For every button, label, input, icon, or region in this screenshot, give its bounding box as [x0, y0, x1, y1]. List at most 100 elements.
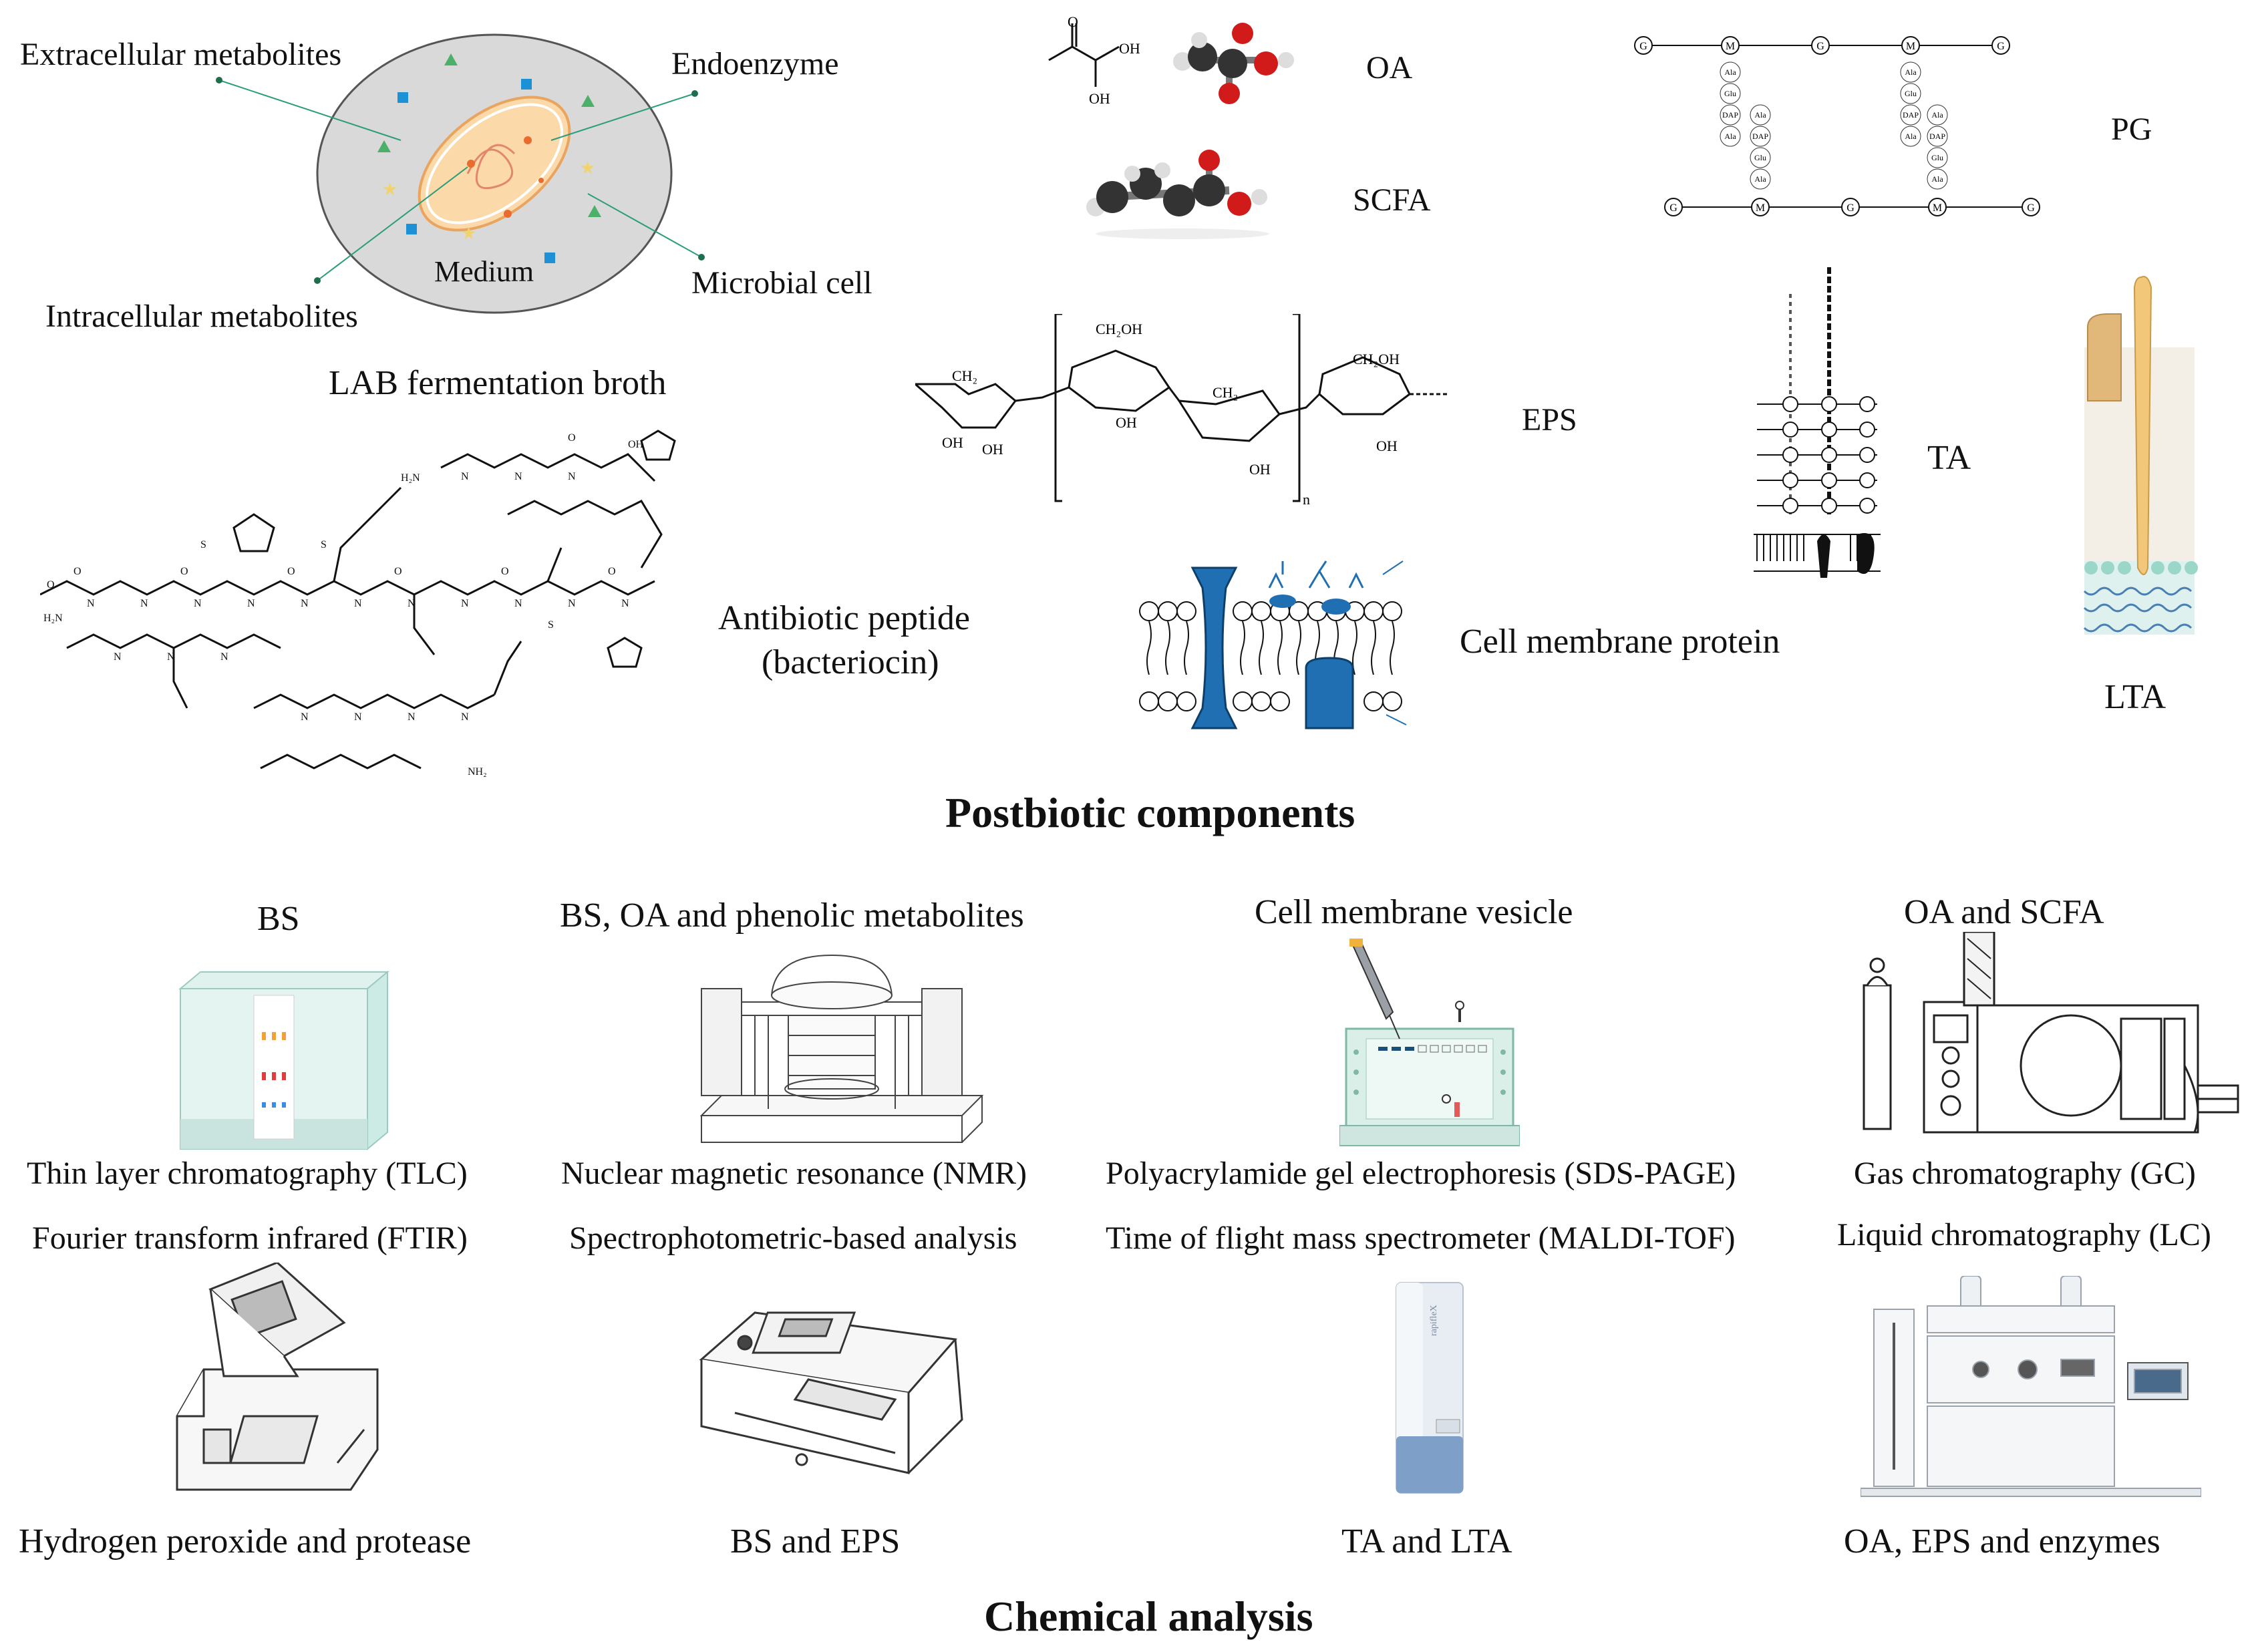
svg-text:N: N [568, 598, 576, 609]
lc-label: Liquid chromatography (LC) [1837, 1217, 2211, 1253]
oa-hydroxyl-label-2: OH [1089, 90, 1110, 107]
oa-ball-model [1173, 23, 1294, 104]
eps-oh-label: OH [1376, 438, 1398, 454]
eps-oh-label: OH [1116, 414, 1137, 431]
svg-text:N: N [354, 598, 362, 609]
h2o2-protease-label: Hydrogen peroxide and protease [19, 1522, 472, 1560]
gc-instrument-figure [1857, 931, 2241, 1136]
svg-text:OH: OH [628, 439, 644, 450]
pg-m-label: M [1933, 202, 1942, 214]
svg-text:N: N [247, 598, 255, 609]
svg-text:N: N [568, 471, 576, 482]
svg-text:S: S [548, 619, 554, 631]
scfa-structure-figure [1076, 144, 1289, 244]
eps-oh-label: OH [1249, 461, 1271, 478]
svg-text:N: N [220, 651, 228, 663]
oa-eps-enzymes-label: OA, EPS and enzymes [1844, 1522, 2160, 1560]
col4-top-label: OA and SCFA [1904, 893, 2104, 931]
eps-repeat-n-label: n [1303, 491, 1310, 508]
nmr-instrument-figure [688, 949, 989, 1156]
ta-label: TA [1927, 439, 1971, 477]
oa-oxygen-label: O [1068, 13, 1078, 30]
peripheral-protein [1305, 657, 1354, 729]
pg-g-label: G [1997, 41, 2005, 52]
svg-text:O: O [568, 432, 576, 444]
svg-text:N: N [461, 471, 469, 482]
oa-label: OA [1366, 50, 1413, 86]
eps-ch2oh-label: CH₂OH [1096, 321, 1142, 337]
svg-text:N: N [167, 651, 175, 663]
scfa-label: SCFA [1353, 182, 1431, 218]
chemical-analysis-title: Chemical analysis [984, 1593, 1313, 1640]
svg-text:O: O [608, 566, 616, 577]
svg-text:N: N [194, 598, 202, 609]
pg-dap-label: DAP [1929, 132, 1945, 141]
sds-page-label: Polyacrylamide gel electrophoresis (SDS-… [1106, 1156, 1736, 1191]
svg-text:H₂N: H₂N [401, 472, 420, 484]
pg-glu-label: Glu [1905, 89, 1917, 98]
svg-text:N: N [621, 598, 629, 609]
pg-m-label: M [1726, 41, 1735, 52]
svg-text:H₂N: H₂N [43, 613, 63, 624]
channel-protein [1190, 566, 1238, 729]
pg-ala-label: Ala [1724, 67, 1736, 77]
svg-text:O: O [47, 579, 55, 591]
col2-top-label: BS, OA and phenolic metabolites [560, 896, 1024, 935]
square-marker [406, 224, 417, 234]
square-marker [397, 92, 408, 103]
intracellular-label: Intracellular metabolites [45, 299, 358, 334]
svg-text:N: N [301, 598, 309, 609]
pg-g-label: G [1669, 202, 1677, 214]
pg-dap-label: DAP [1752, 132, 1768, 141]
pg-label: PG [2111, 112, 2152, 147]
pg-m-label: M [1756, 202, 1765, 214]
col3-top-label: Cell membrane vesicle [1255, 893, 1573, 931]
membrane-protein-label: Cell membrane protein [1460, 623, 1780, 661]
maldi-tof-label: Time of flight mass spectrometer (MALDI-… [1106, 1220, 1736, 1256]
svg-text:N: N [354, 711, 362, 723]
svg-text:rapifleX: rapifleX [1429, 1305, 1439, 1336]
lc-instrument-figure [1860, 1275, 2202, 1500]
star-marker: ★ [461, 224, 476, 243]
eps-oh-label: OH [982, 441, 1003, 458]
svg-text:N: N [87, 598, 95, 609]
pg-ala-label: Ala [1724, 132, 1736, 141]
gc-label: Gas chromatography (GC) [1854, 1156, 2196, 1191]
extracellular-label: Extracellular metabolites [20, 37, 342, 72]
pg-ala-label: Ala [1931, 174, 1943, 184]
maldi-tof-figure: rapifleX [1390, 1276, 1470, 1500]
svg-text:N: N [301, 711, 309, 723]
svg-text:N: N [114, 651, 122, 663]
lta-label: LTA [2104, 678, 2166, 716]
svg-text:N: N [461, 598, 469, 609]
broth-caption: LAB fermentation broth [329, 364, 667, 402]
medium-label: Medium [434, 255, 534, 288]
col1-top-label: BS [257, 900, 300, 938]
pg-g-label: G [1846, 202, 1855, 214]
pg-m-label: M [1906, 41, 1915, 52]
eps-ch2-label: CH₂ [952, 367, 977, 384]
sds-page-figure [1339, 937, 1520, 1152]
nmr-label: Nuclear magnetic resonance (NMR) [561, 1156, 1027, 1191]
tlc-label: Thin layer chromatography (TLC) [27, 1156, 468, 1191]
spectrophotometric-label: Spectrophotometric-based analysis [569, 1220, 1017, 1256]
pg-ala-label: Ala [1905, 132, 1917, 141]
square-marker [521, 79, 532, 90]
pg-dap-label: DAP [1903, 110, 1919, 120]
oa-structure-figure: O OH OH [1042, 13, 1323, 114]
svg-text:O: O [73, 566, 82, 577]
pg-structure-figure: G M G M G G M G M G Ala Glu DAP Ala Ala … [1630, 27, 2058, 227]
svg-text:O: O [180, 566, 188, 577]
pg-glu-label: Glu [1931, 153, 1943, 162]
pg-g-label: G [2027, 202, 2035, 214]
ftir-label: Fourier transform infrared (FTIR) [32, 1220, 468, 1256]
triangle-marker [377, 140, 391, 152]
pg-glu-label: Glu [1754, 153, 1766, 162]
svg-text:N: N [461, 711, 469, 723]
svg-text:O: O [501, 566, 509, 577]
postbiotic-components-title: Postbiotic components [945, 789, 1355, 836]
bs-eps-label: BS and EPS [730, 1522, 901, 1560]
pg-dap-label: DAP [1722, 110, 1738, 120]
svg-text:S: S [321, 539, 327, 550]
